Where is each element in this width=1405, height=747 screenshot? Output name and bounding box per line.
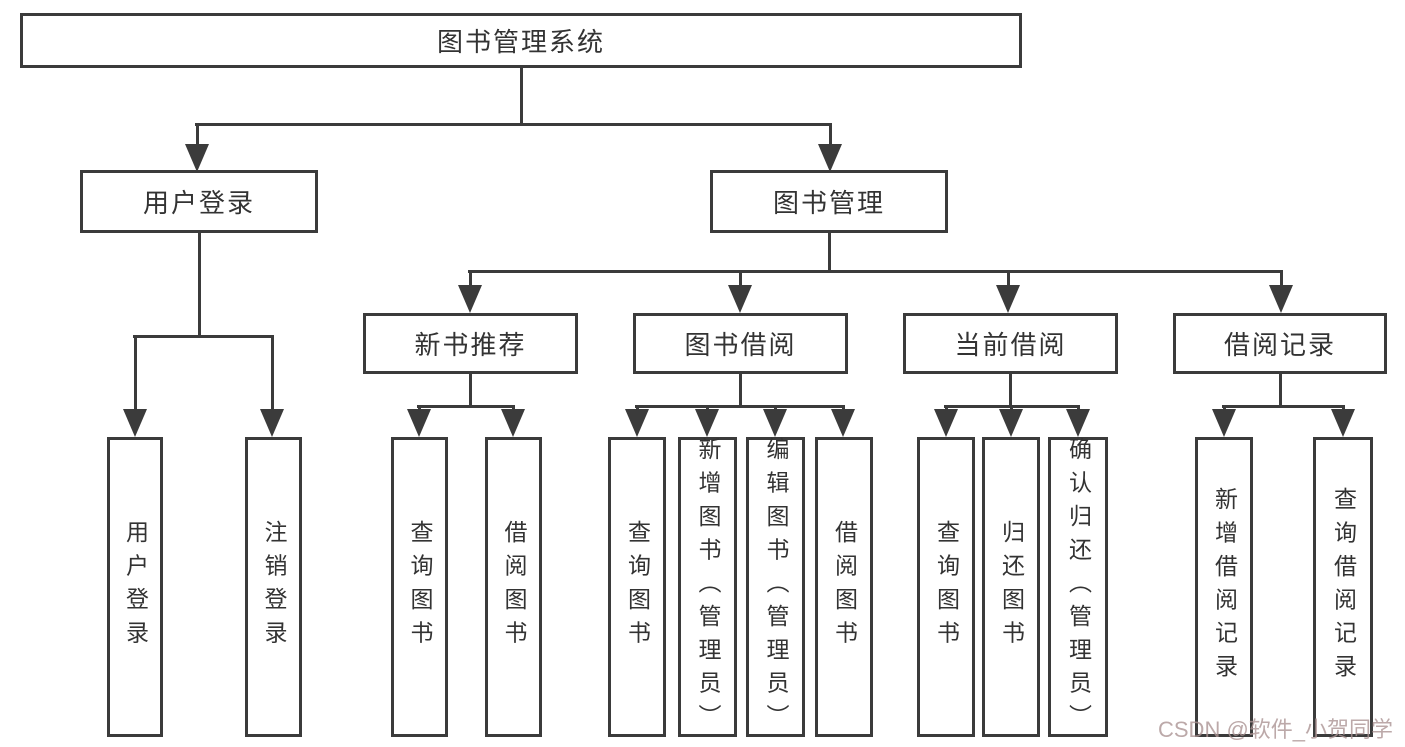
node-book-management: 图书管理 <box>710 170 948 233</box>
node-borrowing-records: 借阅记录 <box>1173 313 1387 374</box>
leaf-query-books-borrowing: 查询图书 <box>608 437 666 737</box>
node-user-login: 用户登录 <box>80 170 318 233</box>
arrow-down-icon <box>996 285 1020 313</box>
node-label: 图书借阅 <box>684 330 797 360</box>
node-label: 借阅记录 <box>1223 330 1336 360</box>
arrow-down-icon <box>728 285 752 313</box>
connector-line <box>828 233 831 272</box>
leaf-borrow-books: 借阅图书 <box>815 437 873 737</box>
connector-line <box>195 123 831 126</box>
connector-line <box>468 270 1282 273</box>
node-library-system: 图书管理系统 <box>20 13 1022 68</box>
arrow-down-icon <box>1212 409 1236 437</box>
node-label: 新增图书（管理员） <box>695 436 721 738</box>
node-label: 查询图书 <box>407 520 433 654</box>
connector-line <box>133 335 274 338</box>
connector-line <box>469 374 472 408</box>
arrow-down-icon <box>934 409 958 437</box>
leaf-query-books-recommend: 查询图书 <box>391 437 448 737</box>
node-label: 查询图书 <box>624 520 651 654</box>
leaf-logout: 注销登录 <box>245 437 302 737</box>
connector-line <box>1009 374 1012 408</box>
node-label: 用户登录 <box>142 188 255 218</box>
node-label: 当前借阅 <box>954 330 1067 360</box>
connector-line <box>469 270 472 287</box>
arrow-down-icon <box>1331 409 1355 437</box>
arrow-down-icon <box>818 144 842 172</box>
arrow-down-icon <box>831 409 855 437</box>
arrow-down-icon <box>458 285 482 313</box>
leaf-edit-book-admin: 编辑图书（管理员） <box>746 437 805 737</box>
node-label: 用户登录 <box>122 520 149 654</box>
node-label: 新书推荐 <box>414 330 527 360</box>
arrow-down-icon <box>763 409 787 437</box>
connector-line <box>739 374 742 408</box>
node-label: 借阅图书 <box>831 520 858 654</box>
leaf-borrow-books-recommend: 借阅图书 <box>485 437 542 737</box>
node-label: 图书管理 <box>772 188 885 218</box>
connector-line <box>417 405 515 408</box>
node-book-borrowing: 图书借阅 <box>633 313 848 374</box>
connector-line <box>1280 270 1283 287</box>
leaf-add-book-admin: 新增图书（管理员） <box>678 437 737 737</box>
leaf-query-borrow-record: 查询借阅记录 <box>1313 437 1373 737</box>
connector-line <box>829 123 832 148</box>
node-label: 查询图书 <box>933 520 960 654</box>
arrow-down-icon <box>999 409 1023 437</box>
node-label: 借阅图书 <box>501 520 527 654</box>
arrow-down-icon <box>260 409 284 437</box>
node-current-borrowing: 当前借阅 <box>903 313 1118 374</box>
node-label: 查询借阅记录 <box>1330 486 1357 688</box>
node-label: 归还图书 <box>998 520 1025 654</box>
arrow-down-icon <box>695 409 719 437</box>
leaf-user-login: 用户登录 <box>107 437 163 737</box>
connector-line <box>1222 405 1344 408</box>
connector-line <box>1007 270 1010 287</box>
leaf-return-book: 归还图书 <box>982 437 1040 737</box>
arrow-down-icon <box>625 409 649 437</box>
connector-line <box>520 68 523 126</box>
leaf-add-borrow-record: 新增借阅记录 <box>1195 437 1253 737</box>
node-label: 注销登录 <box>261 520 287 654</box>
watermark-text: CSDN @软件_小贺同学 <box>1158 717 1394 742</box>
arrow-down-icon <box>501 409 525 437</box>
connector-line <box>739 270 742 287</box>
arrow-down-icon <box>407 409 431 437</box>
connector-line <box>635 405 845 408</box>
node-new-book-recommendation: 新书推荐 <box>363 313 578 374</box>
node-label: 编辑图书（管理员） <box>763 436 789 738</box>
arrow-down-icon <box>185 144 209 172</box>
connector-line <box>271 335 274 411</box>
connector-line <box>198 233 201 337</box>
node-label: 图书管理系统 <box>436 27 605 57</box>
connector-line <box>134 335 137 411</box>
arrow-down-icon <box>123 409 147 437</box>
node-label: 新增借阅记录 <box>1211 486 1238 688</box>
connector-line <box>1279 374 1282 408</box>
leaf-confirm-return-admin: 确认归还（管理员） <box>1048 437 1108 737</box>
arrow-down-icon <box>1066 409 1090 437</box>
connector-line <box>196 123 199 148</box>
arrow-down-icon <box>1269 285 1293 313</box>
node-label: 确认归还（管理员） <box>1065 436 1092 738</box>
leaf-query-books-current: 查询图书 <box>917 437 975 737</box>
